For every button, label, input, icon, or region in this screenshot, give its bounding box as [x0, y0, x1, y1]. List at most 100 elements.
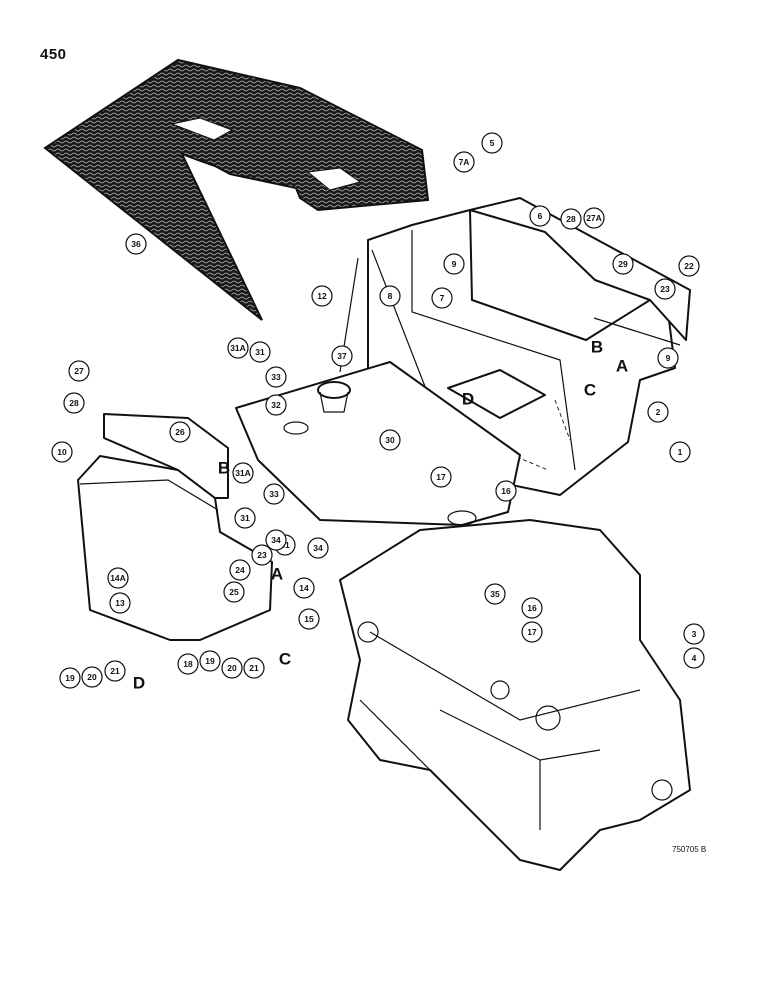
callout-35: 35 [484, 583, 506, 605]
callout-20: 20 [81, 666, 103, 688]
callout-label: 19 [65, 673, 75, 683]
callout-label: 24 [235, 565, 245, 575]
callout-label: 28 [69, 398, 79, 408]
callout-32: 32 [265, 394, 287, 416]
callout-label: 36 [131, 239, 141, 249]
callout-label: 32 [271, 400, 281, 410]
callout-33: 33 [265, 366, 287, 388]
reference-letter-d: D [133, 674, 145, 693]
loader-frame [339, 519, 691, 871]
callout-label: 37 [337, 351, 347, 361]
front-cover [77, 413, 273, 641]
callout-label: 26 [175, 427, 185, 437]
callout-label: 33 [271, 372, 281, 382]
callout-label: 29 [618, 259, 628, 269]
callout-14: 14 [293, 577, 315, 599]
callout-label: 8 [388, 291, 393, 301]
callout-label: 16 [501, 486, 511, 496]
callout-3: 3 [683, 623, 705, 645]
callout-18: 18 [177, 653, 199, 675]
callout-label: 10 [57, 447, 67, 457]
callout-group: 12345677A8991012131414A15161617171819192… [51, 132, 705, 689]
callout-23: 23 [251, 544, 273, 566]
callout-34: 34 [265, 529, 287, 551]
callout-label: 9 [666, 353, 671, 363]
callout-10: 10 [51, 441, 73, 463]
callout-13: 13 [109, 592, 131, 614]
cross-member [235, 361, 521, 526]
callout-31a: 31A [227, 337, 249, 359]
callout-24: 24 [229, 559, 251, 581]
callout-2: 2 [647, 401, 669, 423]
callout-37: 37 [331, 345, 353, 367]
callout-4: 4 [683, 647, 705, 669]
callout-label: 15 [304, 614, 314, 624]
callout-label: 31 [255, 347, 265, 357]
callout-label: 23 [257, 550, 267, 560]
callout-label: 21 [110, 666, 120, 676]
floor-mat [43, 58, 430, 321]
callout-label: 7 [440, 293, 445, 303]
callout-31: 31 [234, 507, 256, 529]
callout-27a: 27A [583, 207, 605, 229]
callout-label: 31 [240, 513, 250, 523]
callout-28: 28 [560, 208, 582, 230]
callout-26: 26 [169, 421, 191, 443]
callout-30: 30 [379, 429, 401, 451]
callout-label: 35 [490, 589, 500, 599]
callout-label: 5 [490, 138, 495, 148]
callout-label: 16 [527, 603, 537, 613]
callout-label: 23 [660, 284, 670, 294]
callout-label: 31A [235, 468, 251, 478]
reference-letter-a: A [271, 565, 283, 584]
callout-20: 20 [221, 657, 243, 679]
callout-33: 33 [263, 483, 285, 505]
callout-label: 25 [229, 587, 239, 597]
callout-7a: 7A [453, 151, 475, 173]
callout-15: 15 [298, 608, 320, 630]
reference-letter-a: A [616, 357, 628, 376]
callout-label: 17 [436, 472, 446, 482]
callout-label: 14 [299, 583, 309, 593]
callout-label: 20 [87, 672, 97, 682]
callout-5: 5 [481, 132, 503, 154]
callout-16: 16 [495, 480, 517, 502]
callout-19: 19 [59, 667, 81, 689]
callout-label: 4 [692, 653, 697, 663]
callout-1: 1 [669, 441, 691, 463]
callout-label: 34 [271, 535, 281, 545]
callout-29: 29 [612, 253, 634, 275]
callout-label: 21 [249, 663, 259, 673]
reference-letter-c: C [279, 650, 291, 669]
reference-letter-b: B [218, 459, 230, 478]
callout-label: 12 [317, 291, 327, 301]
callout-16: 16 [521, 597, 543, 619]
callout-17: 17 [430, 466, 452, 488]
callout-label: 31A [230, 343, 246, 353]
callout-label: 13 [115, 598, 125, 608]
callout-label: 9 [452, 259, 457, 269]
callout-36: 36 [125, 233, 147, 255]
callout-34: 34 [307, 537, 329, 559]
callout-label: 33 [269, 489, 279, 499]
callout-label: 20 [227, 663, 237, 673]
callout-31: 31 [249, 341, 271, 363]
callout-label: 34 [313, 543, 323, 553]
reference-letter-c: C [584, 381, 596, 400]
callout-27: 27 [68, 360, 90, 382]
callout-8: 8 [379, 285, 401, 307]
callout-label: 3 [692, 629, 697, 639]
callout-label: 17 [527, 627, 537, 637]
callout-label: 2 [656, 407, 661, 417]
callout-21: 21 [243, 657, 265, 679]
page-number: 450 [40, 46, 67, 63]
callout-label: 7A [459, 157, 470, 167]
figure-code: 750705 B [672, 845, 707, 854]
callout-label: 27A [586, 213, 602, 223]
callout-19: 19 [199, 650, 221, 672]
callout-17: 17 [521, 621, 543, 643]
callout-28: 28 [63, 392, 85, 414]
callout-12: 12 [311, 285, 333, 307]
